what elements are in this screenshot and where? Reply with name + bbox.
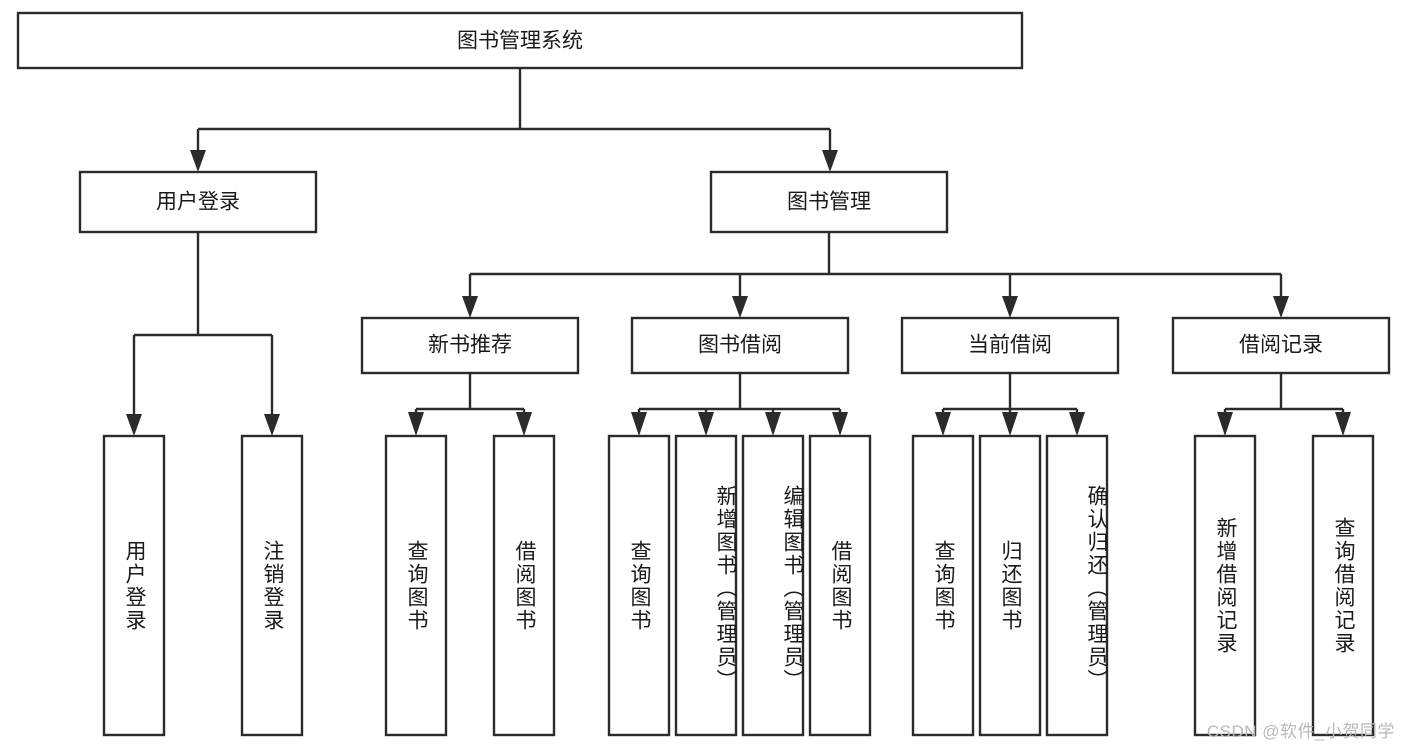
arrow-to-leaf-confirm-return xyxy=(1069,412,1085,436)
arrow-to-leaf-user-login xyxy=(126,414,142,436)
arrow-to-borrow-record xyxy=(1273,296,1289,318)
leaf-box-borrow-book-2[interactable] xyxy=(808,434,872,737)
current-borrow-box[interactable] xyxy=(900,316,1120,375)
arrow-to-leaf-query-book-1 xyxy=(408,412,424,436)
connector-bookmanage-to-level3 xyxy=(462,232,1289,318)
arrow-to-leaf-query-record xyxy=(1335,412,1351,436)
arrow-to-book-borrow xyxy=(732,296,748,318)
current-borrow-label: 当前借阅 xyxy=(968,334,1052,357)
leaf-box-query-book-3[interactable] xyxy=(911,434,975,737)
leaf-box-query-book-2[interactable] xyxy=(607,434,671,737)
leaf-box-return-book[interactable] xyxy=(978,434,1042,737)
arrow-to-leaf-borrow-book-2 xyxy=(832,412,848,436)
leaf-box-confirm-return[interactable] xyxy=(1045,434,1109,737)
node-book-borrow[interactable]: 图书借阅 xyxy=(630,316,850,375)
arrow-to-leaf-query-book-3 xyxy=(935,412,951,436)
connector-bookborrow-to-leaves xyxy=(631,373,848,436)
new-book-recommend-label: 新书推荐 xyxy=(428,334,512,357)
arrow-to-leaf-borrow-book-1 xyxy=(516,412,532,436)
leaf-box-user-login[interactable] xyxy=(102,434,166,737)
leaf-box-add-book[interactable] xyxy=(674,434,738,737)
user-login-box[interactable] xyxy=(78,170,318,234)
arrow-to-leaf-add-record xyxy=(1217,412,1233,436)
connector-currentborrow-to-leaves xyxy=(935,373,1085,436)
leaf-box-logout[interactable] xyxy=(240,434,304,737)
leaf-box-query-record[interactable] xyxy=(1311,434,1375,737)
node-borrow-record[interactable]: 借阅记录 xyxy=(1171,316,1391,375)
connector-userlogin-to-leaves xyxy=(126,232,280,436)
book-manage-label: 图书管理 xyxy=(787,191,871,214)
arrow-to-leaf-edit-book xyxy=(765,412,781,436)
user-login-label: 用户登录 xyxy=(156,191,240,214)
node-new-book-recommend[interactable]: 新书推荐 xyxy=(360,316,580,375)
arrow-to-leaf-add-book xyxy=(698,412,714,436)
leaf-box-borrow-book-1[interactable] xyxy=(492,434,556,737)
arrow-to-user-login xyxy=(190,150,206,172)
node-user-login[interactable]: 用户登录 xyxy=(78,170,318,234)
connector-root-to-level2 xyxy=(190,68,838,172)
connector-newbook-to-leaves xyxy=(408,373,532,436)
root-box[interactable] xyxy=(16,11,1024,70)
leaf-box-edit-book[interactable] xyxy=(741,434,805,737)
arrow-to-book-manage xyxy=(822,150,838,172)
arrow-to-leaf-return-book xyxy=(1002,412,1018,436)
node-book-manage[interactable]: 图书管理 xyxy=(709,170,949,234)
csdn-watermark: CSDN @软件_小贺同学 xyxy=(1206,722,1395,741)
arrow-to-current-borrow xyxy=(1002,296,1018,318)
leaf-box-query-book-1[interactable] xyxy=(384,434,448,737)
leaf-box-add-record[interactable] xyxy=(1193,434,1257,737)
arrow-to-leaf-query-book-2 xyxy=(631,412,647,436)
book-borrow-label: 图书借阅 xyxy=(698,334,782,357)
node-root[interactable]: 图书管理系统 xyxy=(16,11,1024,70)
borrow-record-label: 借阅记录 xyxy=(1239,334,1323,357)
node-current-borrow[interactable]: 当前借阅 xyxy=(900,316,1120,375)
root-label: 图书管理系统 xyxy=(457,30,583,53)
arrow-to-leaf-logout xyxy=(264,414,280,436)
new-book-recommend-box[interactable] xyxy=(360,316,580,375)
connector-borrowrecord-to-leaves xyxy=(1217,373,1351,436)
arrow-to-new-book xyxy=(462,296,478,318)
